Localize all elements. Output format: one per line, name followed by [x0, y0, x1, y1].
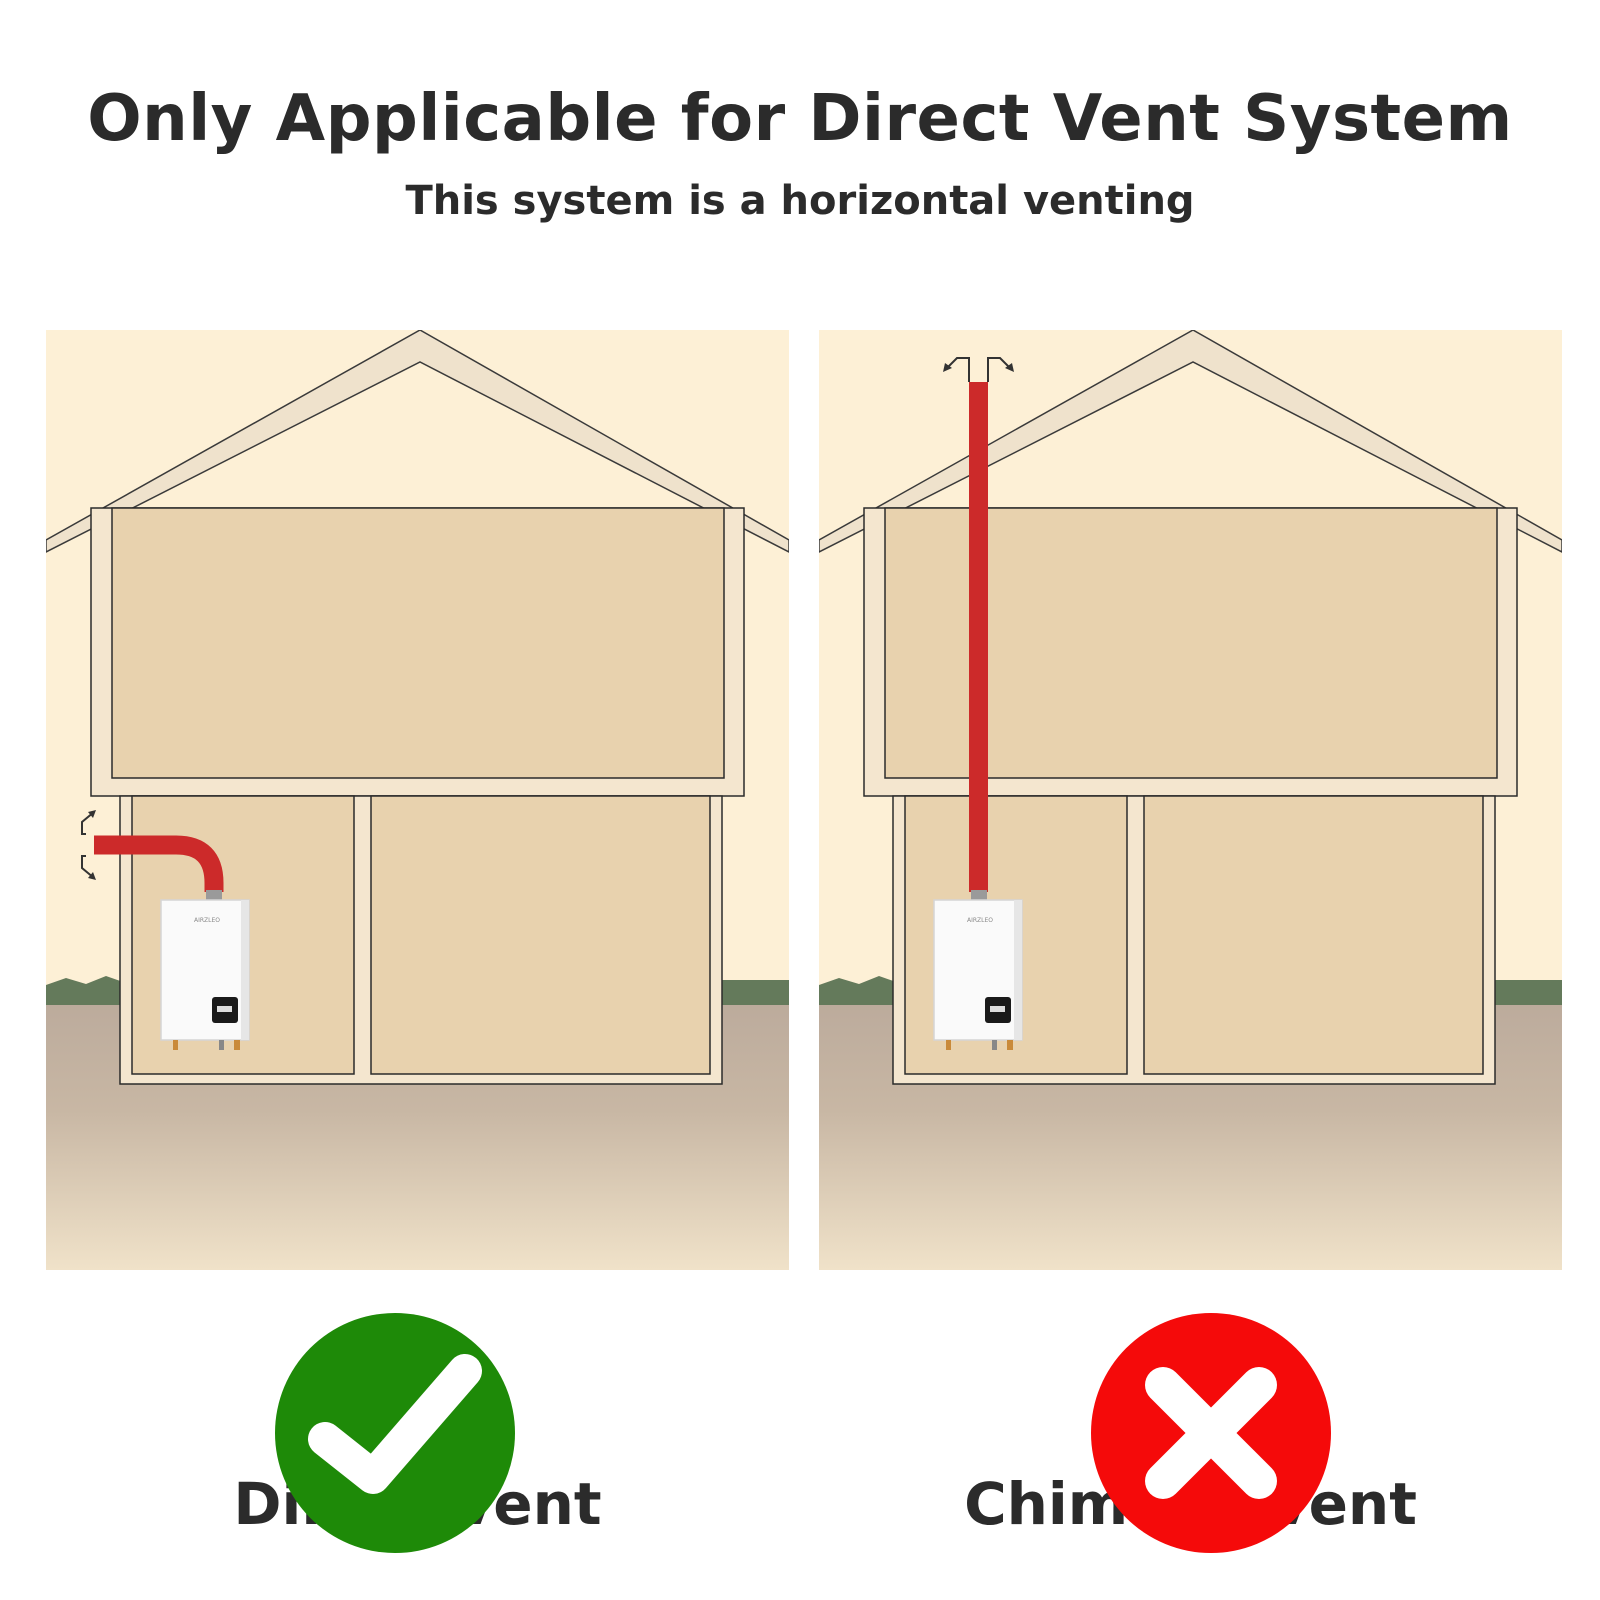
exhaust-arrow-left-icon — [946, 357, 970, 382]
lower-room-right — [1143, 795, 1484, 1075]
exhaust-arrow-right-icon — [987, 357, 1011, 382]
heater-brand: AIRZLEO — [967, 917, 993, 924]
water-heater-icon: AIRZLEO — [933, 899, 1023, 1050]
check-mark — [308, 1354, 482, 1494]
page-title: Only Applicable for Direct Vent System — [87, 82, 1513, 156]
cross-icon — [1091, 1313, 1331, 1553]
direct-vent-house-illustration: AIRZLEO — [46, 330, 789, 1270]
page-subtitle: This system is a horizontal venting — [405, 178, 1195, 224]
arrow-head-left — [943, 363, 952, 372]
exhaust-arrow-up-icon — [81, 811, 95, 835]
cross-stroke-2 — [1145, 1367, 1277, 1499]
chimney-vent-panel: AIRZLEO Chimney Vent — [819, 330, 1562, 1538]
chimney-vent-house-illustration: AIRZLEO — [819, 330, 1562, 1270]
exhaust-arrow-down-icon — [81, 855, 95, 879]
upper-room — [111, 507, 725, 779]
direct-vent-panel: AIRZLEO Direct Vent — [46, 330, 789, 1538]
water-heater-icon: AIRZLEO — [160, 899, 250, 1050]
vertical-chimney-pipe — [969, 382, 988, 892]
vent-collar — [971, 890, 987, 900]
arrow-head-up — [88, 810, 96, 818]
check-icon — [275, 1313, 515, 1553]
horizontal-vent-pipe — [94, 835, 224, 892]
lower-room-right — [370, 795, 711, 1075]
arrow-head-down — [88, 872, 96, 880]
heater-brand: AIRZLEO — [194, 917, 220, 924]
arrow-head-right — [1005, 363, 1014, 372]
vent-collar — [206, 890, 222, 900]
